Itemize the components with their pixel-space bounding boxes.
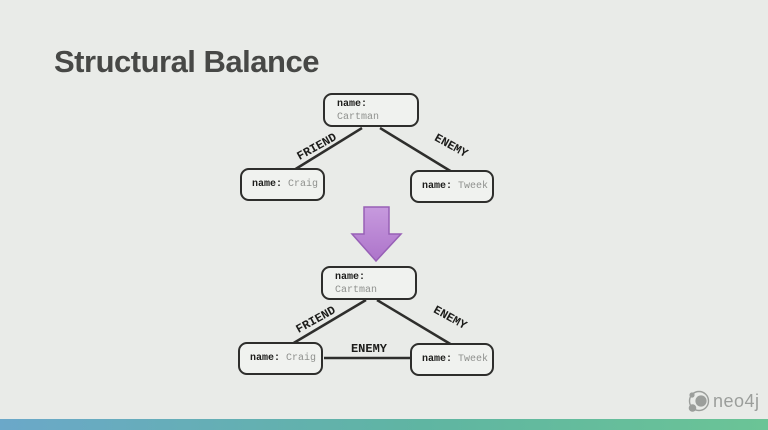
slide-title: Structural Balance xyxy=(54,44,319,79)
edge-label-enemy-bottom-middle: ENEMY xyxy=(350,342,387,356)
property-key: name: xyxy=(250,353,281,364)
node-craig-bottom: name: Craig xyxy=(238,342,323,375)
neo4j-wordmark: neo4j xyxy=(713,390,760,411)
node-cartman-top: name: Cartman xyxy=(323,93,419,127)
edge-label-friend-top: FRIEND xyxy=(294,130,340,164)
node-tweek-top: name: Tweek xyxy=(410,170,494,203)
edge-label-enemy-top: ENEMY xyxy=(431,131,471,161)
node-cartman-bottom: name: Cartman xyxy=(321,266,417,300)
property-key: name: xyxy=(252,179,283,190)
property-value: Tweek xyxy=(458,354,489,365)
property-key: name: xyxy=(422,181,453,192)
property-key: name: xyxy=(335,272,366,283)
property-value: Cartman xyxy=(337,112,380,123)
footer-gradient-bar xyxy=(0,419,768,430)
property-value: Tweek xyxy=(458,181,489,192)
property-key: name: xyxy=(422,354,453,365)
edge-label-friend-bottom: FRIEND xyxy=(293,303,339,337)
transform-down-arrow-icon xyxy=(350,206,403,263)
neo4j-logo: neo4j xyxy=(686,387,760,415)
node-craig-top: name: Craig xyxy=(240,168,325,201)
neo4j-logo-icon xyxy=(688,390,710,412)
property-value: Craig xyxy=(286,353,317,364)
property-value: Craig xyxy=(288,179,319,190)
property-value: Cartman xyxy=(335,285,378,296)
property-key: name: xyxy=(337,99,368,110)
node-tweek-bottom: name: Tweek xyxy=(410,343,494,376)
edge-label-enemy-bottom-right: ENEMY xyxy=(430,303,470,333)
